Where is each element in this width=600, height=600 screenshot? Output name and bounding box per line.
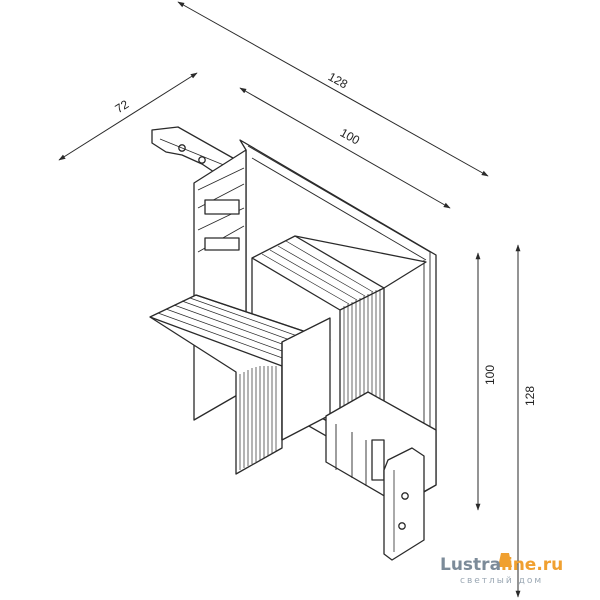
watermark-brand: Lustraline.ru <box>440 555 563 575</box>
dimension-label-128-top: 128 <box>326 70 351 92</box>
dimension-128-right: 128 <box>515 244 537 598</box>
watermark-tagline: светлый дом <box>460 576 543 586</box>
dimension-label-128-right: 128 <box>523 386 537 406</box>
corner-connector <box>149 126 437 561</box>
watermark-brand-part1: Lustra <box>440 555 501 575</box>
dimension-100-right: 100 <box>475 252 497 511</box>
top-mounting-bracket <box>151 126 241 173</box>
bottom-mounting-bracket <box>383 447 425 561</box>
dimension-128-top: 128 <box>177 1 489 177</box>
watermark-brand-part2: line.ru <box>501 555 563 575</box>
rear-fins <box>261 240 381 424</box>
dimension-label-100-top: 100 <box>338 126 363 148</box>
bracket-hole-4 <box>398 522 406 530</box>
dimension-label-100-right: 100 <box>483 365 497 385</box>
lamp-logo-icon <box>498 553 512 567</box>
dimension-label-72-left: 72 <box>113 97 132 116</box>
left-fins <box>157 297 321 470</box>
watermark: Lustraline.ru светлый дом <box>440 553 563 586</box>
bracket-hole-2 <box>198 156 206 164</box>
bracket-hole-3 <box>401 492 409 500</box>
